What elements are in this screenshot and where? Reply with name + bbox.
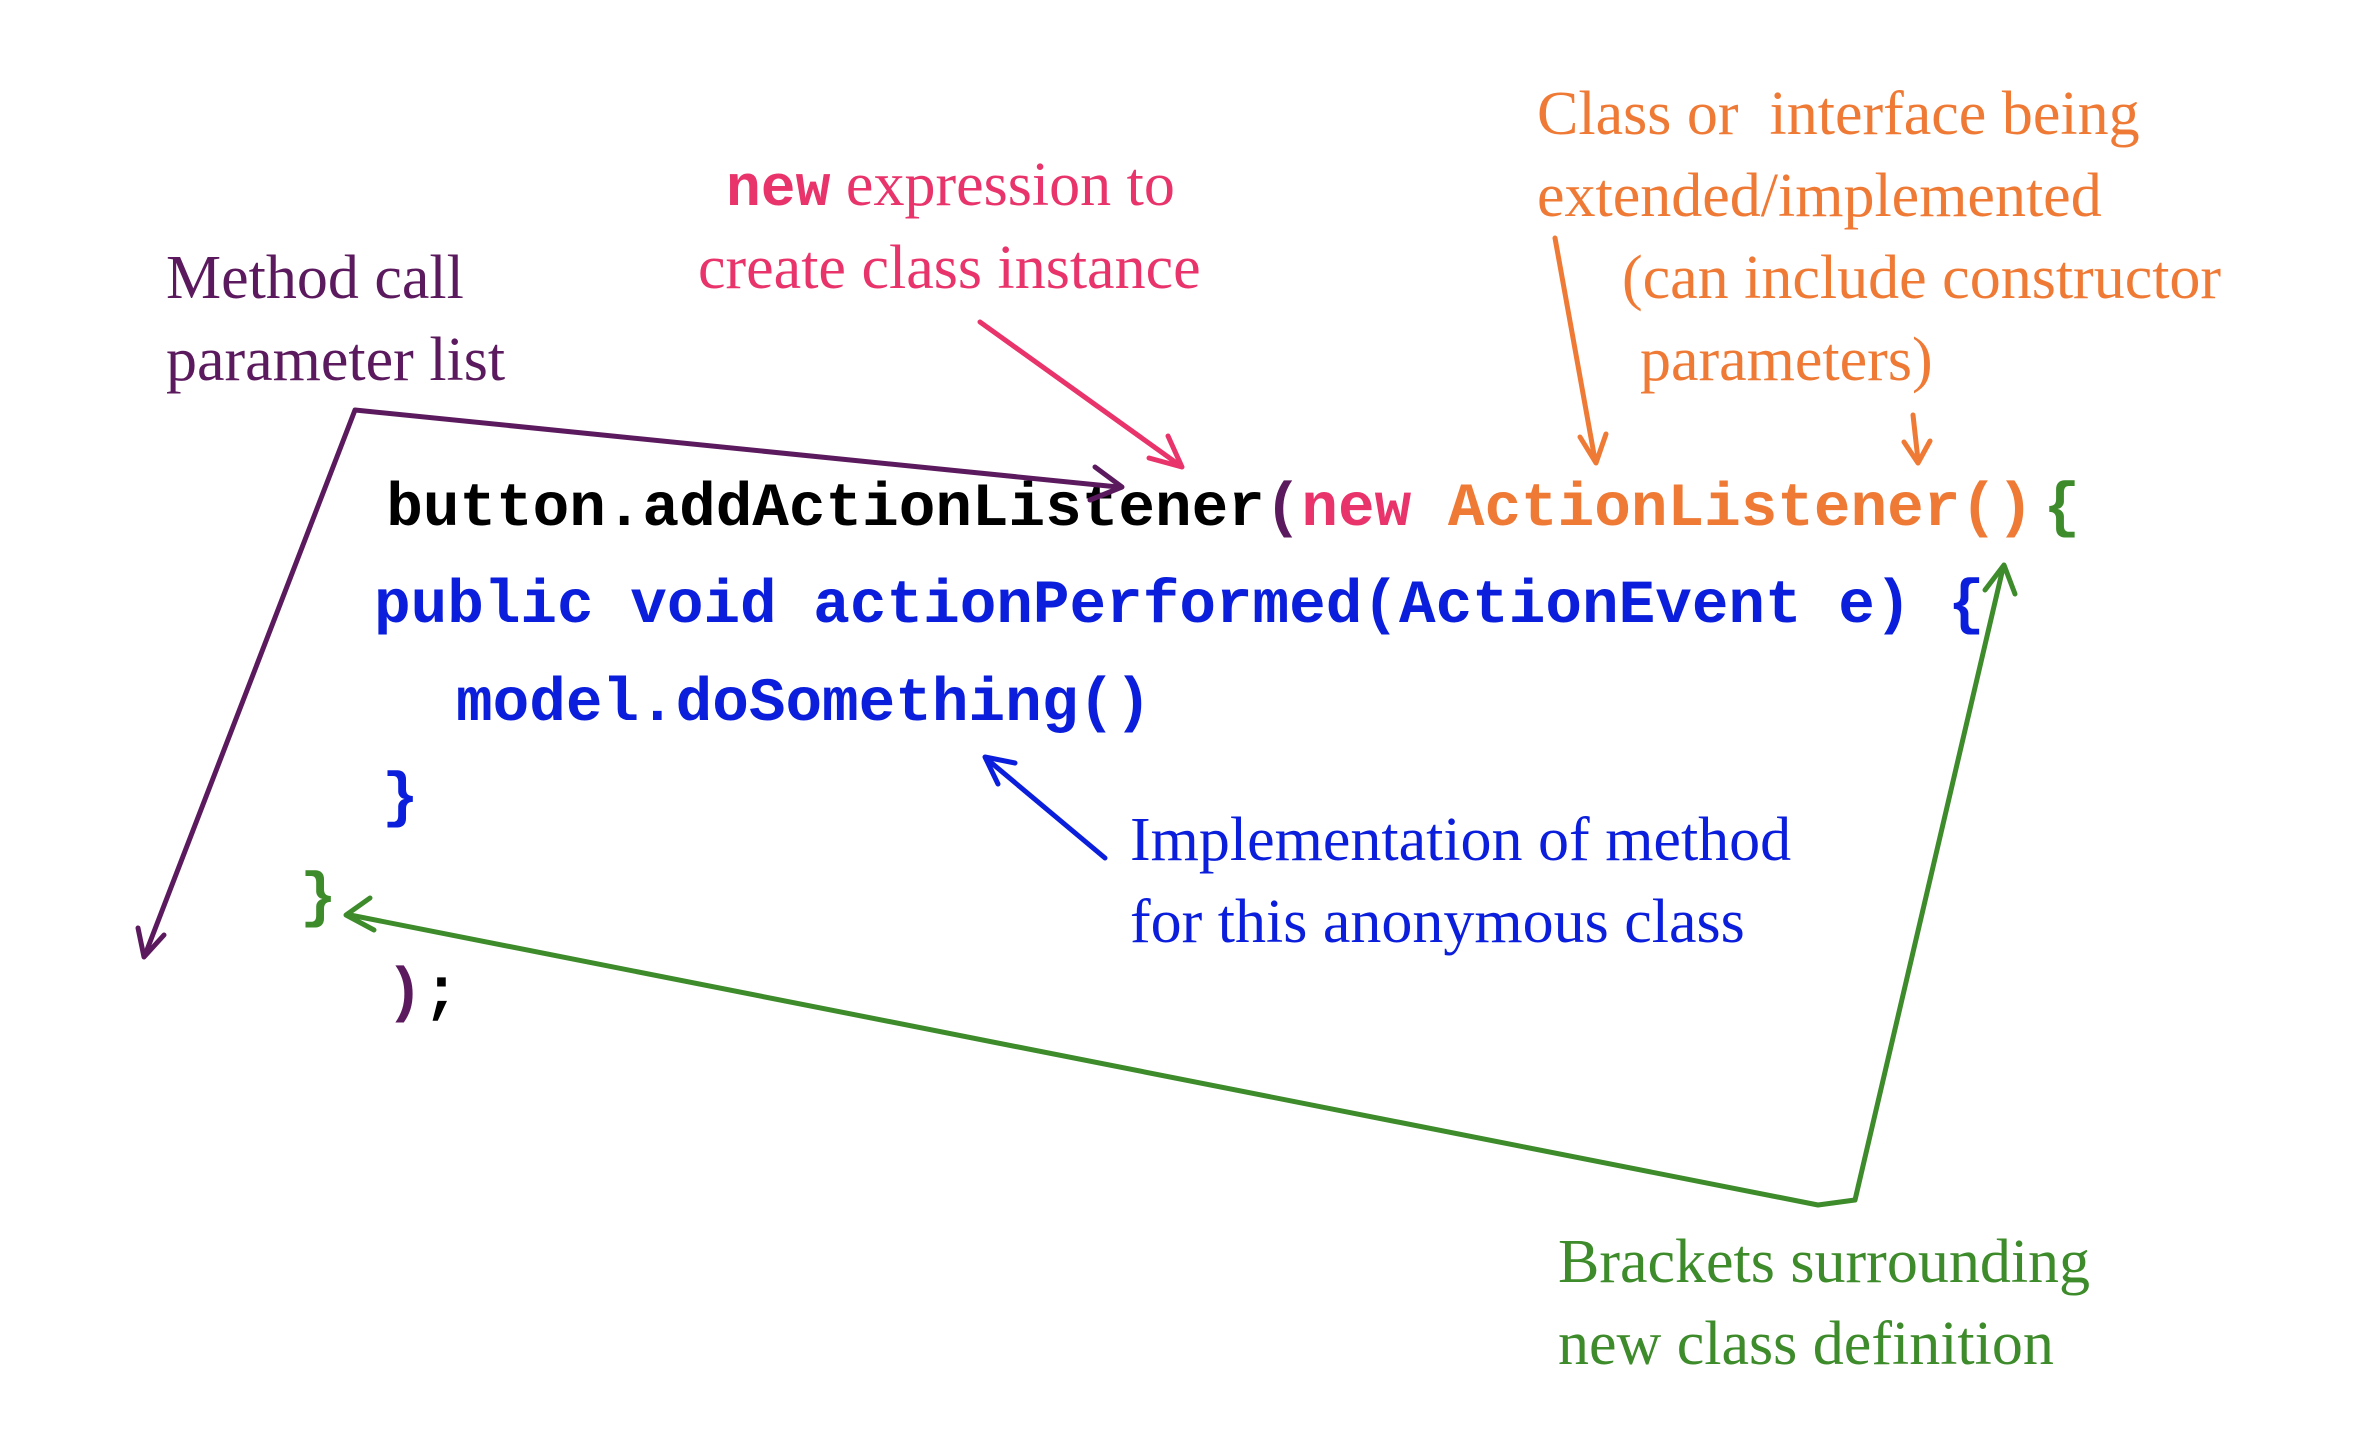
brackets-connector-line xyxy=(347,565,2006,1208)
code-line-2: public void actionPerformed(ActionEvent … xyxy=(374,572,1985,641)
new-expression-rest: expression to xyxy=(830,151,1174,219)
class-interface-arrows xyxy=(1552,235,1933,466)
new-expression-arrow-shaft xyxy=(977,319,1181,467)
code-line-4: } xyxy=(382,765,419,834)
brackets-arrows xyxy=(343,562,2018,1208)
brackets-label-1: Brackets surrounding xyxy=(1558,1228,2090,1296)
code-new-keyword: new xyxy=(1301,475,1411,544)
code-open-brace: { xyxy=(2044,475,2081,544)
implementation-label-2: for this anonymous class xyxy=(1130,888,1745,956)
implementation-arrow-shaft xyxy=(985,757,1108,861)
code-close-paren: ) xyxy=(386,960,423,1029)
new-expression-label-1: new expression to xyxy=(698,151,1195,223)
method-call-bracket-line xyxy=(142,407,1121,958)
code-method-call: button.addActionListener xyxy=(386,475,1265,544)
implementation-arrow xyxy=(982,754,1108,861)
implementation-label-1: Implementation of method xyxy=(1130,806,1791,874)
code-line-1: button.addActionListener(new ActionListe… xyxy=(130,475,2263,544)
method-call-annotation: Method call parameter list xyxy=(166,244,505,394)
code-line-5: } xyxy=(300,865,337,934)
new-expression-arrowhead xyxy=(1146,433,1185,470)
new-expression-annotation: new expression to create class instance xyxy=(698,151,1201,302)
code-open-paren: ( xyxy=(1265,475,1302,544)
arrowhead-to-close-brace xyxy=(343,895,377,933)
code-semicolon: ; xyxy=(423,960,460,1029)
class-interface-label-3: (can include constructor xyxy=(1622,244,2221,312)
constructor-arrowhead xyxy=(1901,438,1933,466)
brackets-label-2: new class definition xyxy=(1558,1310,2054,1378)
implementation-arrowhead xyxy=(982,754,1018,787)
class-name-arrowhead xyxy=(1577,431,1609,466)
method-call-label-1: Method call xyxy=(166,244,464,312)
class-interface-label-1: Class or interface being xyxy=(1537,80,2140,148)
constructor-arrow-shaft xyxy=(1910,412,1921,463)
new-expression-label-2: create class instance xyxy=(698,234,1201,302)
implementation-annotation: Implementation of method for this anonym… xyxy=(1130,806,1791,956)
class-interface-label-2: extended/implemented xyxy=(1537,162,2102,230)
new-keyword-label: new xyxy=(726,158,831,223)
new-expression-arrow xyxy=(977,319,1185,470)
arrowhead-to-close-paren xyxy=(135,925,167,960)
method-call-label-2: parameter list xyxy=(166,326,505,394)
arrowhead-to-open-paren xyxy=(1087,464,1125,503)
code-constructor-parens: () xyxy=(1960,475,2033,544)
class-interface-annotation: Class or interface being extended/implem… xyxy=(1537,80,2221,394)
brackets-annotation: Brackets surrounding new class definitio… xyxy=(1558,1228,2090,1378)
method-call-arrows xyxy=(135,407,1125,960)
class-name-arrow-shaft xyxy=(1552,235,1598,463)
class-interface-label-4: parameters) xyxy=(1640,326,1933,394)
arrowhead-to-open-brace xyxy=(1982,562,2018,597)
code-line-6: ); xyxy=(130,960,643,1029)
code-line-3: model.doSomething() xyxy=(456,670,1152,739)
code-class-name: ActionListener xyxy=(1448,475,1960,544)
